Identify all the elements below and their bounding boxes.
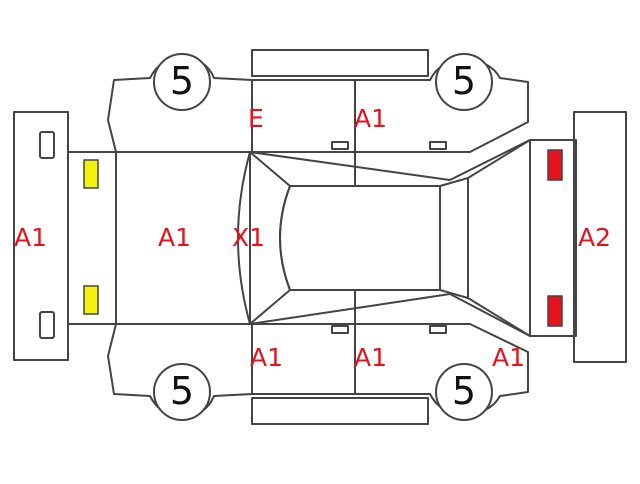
front-fender-bottom-label: A1 [492,343,526,372]
wheel-front-bottom-grade: 5 [451,369,477,413]
door-handle-bottom-rear [331,325,349,334]
wheel-front-top [435,53,493,111]
roof-panel [279,185,441,291]
rear-bumper-slot-top [39,131,55,159]
front-right-light-marker [547,295,563,327]
cabin-outline [249,139,531,337]
door-handle-bottom-front [429,325,447,334]
front-windshield [439,177,469,299]
rear-bumper-panel [13,111,69,361]
front-bumper-label: A2 [578,223,612,252]
rear-left-light-marker [83,159,99,189]
door-handle-top-front [429,141,447,150]
wheel-front-bottom [435,363,493,421]
rear-bumper-label: A1 [14,223,48,252]
roof-label: X1 [232,223,266,252]
wheel-rear-top [153,53,211,111]
front-door-bottom-label: A1 [354,343,388,372]
wheel-front-top-grade: 5 [451,59,477,103]
front-left-light-marker [547,149,563,181]
hood-panel [467,139,531,337]
trunk-label: A1 [158,223,192,252]
rear-right-light-marker [83,285,99,315]
door-handle-top-rear [331,141,349,150]
rear-door-bottom-label: A1 [250,343,284,372]
wheel-rear-top-grade: 5 [169,59,195,103]
rear-door-top-label: E [248,104,264,133]
wheel-rear-bottom [153,363,211,421]
front-door-top-label: A1 [354,104,388,133]
wheel-rear-bottom-grade: 5 [169,369,195,413]
rear-bumper-slot-bottom [39,311,55,339]
front-bumper-panel [573,111,627,363]
